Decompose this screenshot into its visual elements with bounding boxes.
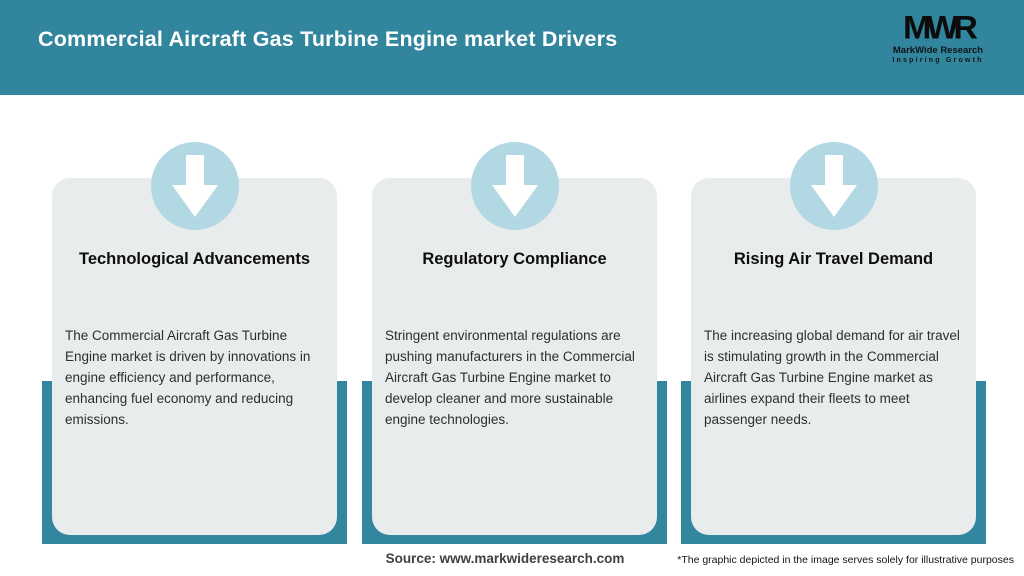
driver-card: Regulatory Compliance Stringent environm… [372, 178, 657, 535]
logo-tagline: Inspiring Growth [892, 57, 984, 64]
card-title: Rising Air Travel Demand [733, 250, 934, 268]
card-title: Technological Advancements [78, 250, 311, 268]
card-title: Regulatory Compliance [422, 250, 607, 268]
driver-card: Technological Advancements The Commercia… [52, 178, 337, 535]
down-arrow-badge [789, 142, 878, 230]
driver-column-rising-air-travel-demand: Rising Air Travel Demand The increasing … [681, 0, 986, 576]
page-title: Commercial Aircraft Gas Turbine Engine m… [38, 27, 618, 51]
logo-name: MarkWide Research [892, 45, 984, 56]
card-body: The increasing global demand for air tra… [704, 328, 960, 427]
down-arrow-badge [150, 142, 239, 230]
driver-column-technological-advancements: Technological Advancements The Commercia… [42, 0, 347, 576]
driver-column-regulatory-compliance: Regulatory Compliance Stringent environm… [362, 0, 667, 576]
header: Commercial Aircraft Gas Turbine Engine m… [0, 0, 1024, 95]
disclaimer-note: *The graphic depicted in the image serve… [677, 554, 1014, 566]
markwide-research-logo: MWR MarkWide Research Inspiring Growth [878, 12, 998, 64]
driver-card: Rising Air Travel Demand The increasing … [691, 178, 976, 535]
card-body: The Commercial Aircraft Gas Turbine Engi… [65, 328, 311, 427]
source-caption: Source: www.markwideresearch.com [385, 551, 625, 566]
down-arrow-badge [470, 142, 559, 230]
mwr-logo-icon: MWR [903, 9, 978, 47]
card-body: Stringent environmental regulations are … [385, 328, 635, 427]
